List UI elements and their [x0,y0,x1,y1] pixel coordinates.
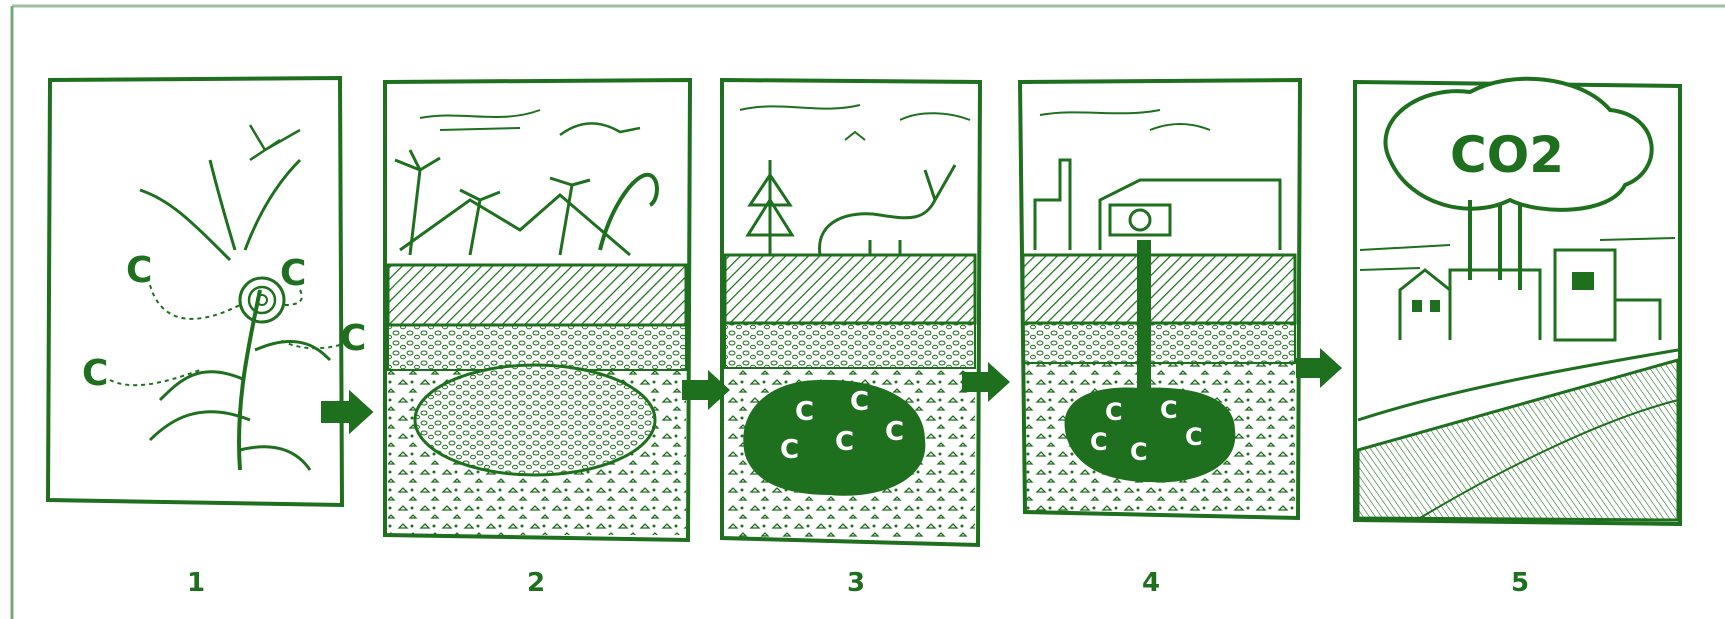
panel-number-3: 3 [836,568,876,598]
carbon-atom: C [82,353,108,394]
svg-text:C: C [835,427,854,457]
svg-text:C: C [1130,438,1148,466]
svg-text:C: C [885,417,904,447]
svg-text:C: C [1160,396,1178,424]
co2-label: CO2 [1450,126,1564,184]
panel-3: C C C C C [722,80,980,545]
panel-number-2: 2 [516,568,556,598]
carbon-atom: C [280,253,306,294]
carbon-atom: C [126,250,152,291]
svg-text:C: C [1090,428,1108,456]
panel-4: C C C C C [1020,80,1300,518]
svg-text:C: C [1105,398,1123,426]
carbon-atom: C [340,318,366,359]
panel-5: CO2 [1355,79,1680,524]
svg-text:C: C [795,397,814,427]
panel-number-4: 4 [1131,568,1171,598]
flow-arrow-icon [1296,348,1342,388]
svg-text:C: C [1185,423,1203,451]
panel-2 [385,80,690,540]
svg-text:C: C [850,387,869,417]
panel-number-1: 1 [176,568,216,598]
panel-1: C C C C [48,78,366,505]
panel-number-5: 5 [1500,568,1540,598]
svg-text:C: C [780,435,799,465]
flow-arrow-icon [322,392,372,432]
